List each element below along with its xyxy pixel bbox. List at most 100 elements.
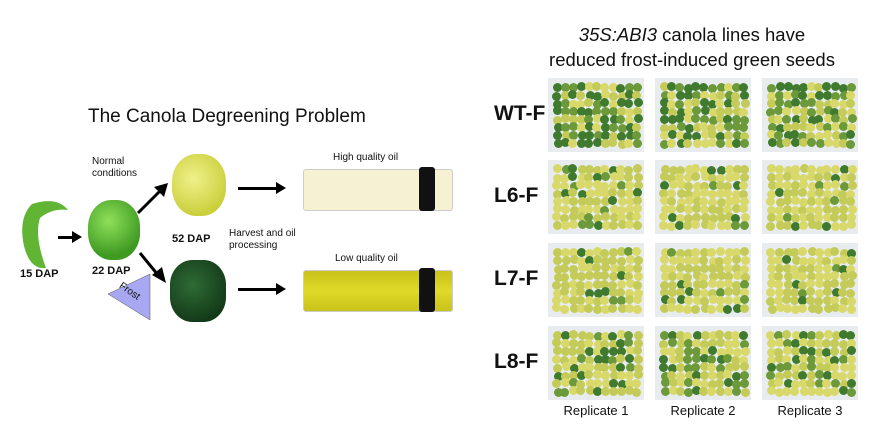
seed [616,165,626,175]
seed [806,189,816,199]
label-52dap: 52 DAP [172,233,211,245]
seed [732,255,742,265]
seed [600,355,610,365]
seed [716,287,726,297]
seed [700,331,710,341]
seed [807,91,817,101]
seed [806,82,816,92]
seed [783,99,793,109]
seed [775,303,785,313]
seed [806,164,816,174]
seed [823,114,833,124]
seed [807,197,817,207]
seed [806,279,816,289]
seed [731,221,741,231]
seed [667,221,676,231]
replicate-label: Replicate 3 [777,403,843,418]
seed [633,304,643,314]
seed [609,180,619,190]
seed [553,371,563,381]
seed [659,354,669,364]
seed-52dap-yellow-image [172,154,226,216]
seed [609,99,619,109]
seed [723,304,733,314]
seed [791,354,801,364]
seed [667,303,677,313]
seed [593,362,603,372]
label-normal-conditions: Normal conditions [92,156,138,179]
seed [608,196,618,206]
seed [815,165,825,175]
seed [553,164,563,174]
seed [807,220,817,230]
seed [815,197,825,207]
seed-image-panel [548,160,644,234]
seed [822,189,832,199]
seed [691,256,701,266]
seed [767,172,777,182]
seed [739,339,749,349]
seed [676,378,686,388]
seed [684,370,694,380]
seed-image-panel [762,326,858,400]
seed [609,346,619,356]
seed [561,98,571,108]
seed [815,139,825,149]
seed [609,115,619,125]
seed [584,296,594,305]
seed [723,188,732,198]
seed [617,379,627,389]
seed [799,122,809,132]
seed [560,173,570,183]
seed [699,82,709,92]
seed [798,264,808,274]
seed [609,213,619,223]
seed [676,288,686,298]
seed [798,288,808,298]
seed [823,212,833,222]
seed [683,138,693,148]
seed [569,355,579,365]
seed [553,197,563,206]
seed [675,90,685,100]
seed [585,355,595,365]
seed [568,264,578,274]
seed [700,98,710,107]
seed [601,172,611,182]
seed [676,295,686,305]
seed [823,247,833,257]
seed [676,371,686,381]
seed [791,196,800,206]
seed [659,172,669,182]
seed [699,205,709,215]
seed [667,213,677,223]
seed [716,271,726,281]
seed [633,288,643,298]
seed [807,256,817,266]
seed [822,339,832,349]
seed [576,248,586,258]
seed [608,138,618,147]
seed [774,256,784,266]
seed [707,165,717,175]
seed [783,346,793,356]
seed [839,248,849,258]
seed [569,248,579,258]
seed [569,271,579,281]
seed [783,280,793,290]
seed [675,114,685,124]
seed [707,173,717,183]
seed [584,213,594,223]
seed [766,371,776,381]
seed [700,130,710,140]
seed [584,280,594,290]
seed [839,362,849,372]
seed [691,248,701,258]
seed [600,371,610,381]
seed [766,386,776,396]
seed [553,248,563,258]
seed [807,107,817,117]
seed [660,139,670,149]
seed [624,247,634,257]
seed [683,248,693,258]
